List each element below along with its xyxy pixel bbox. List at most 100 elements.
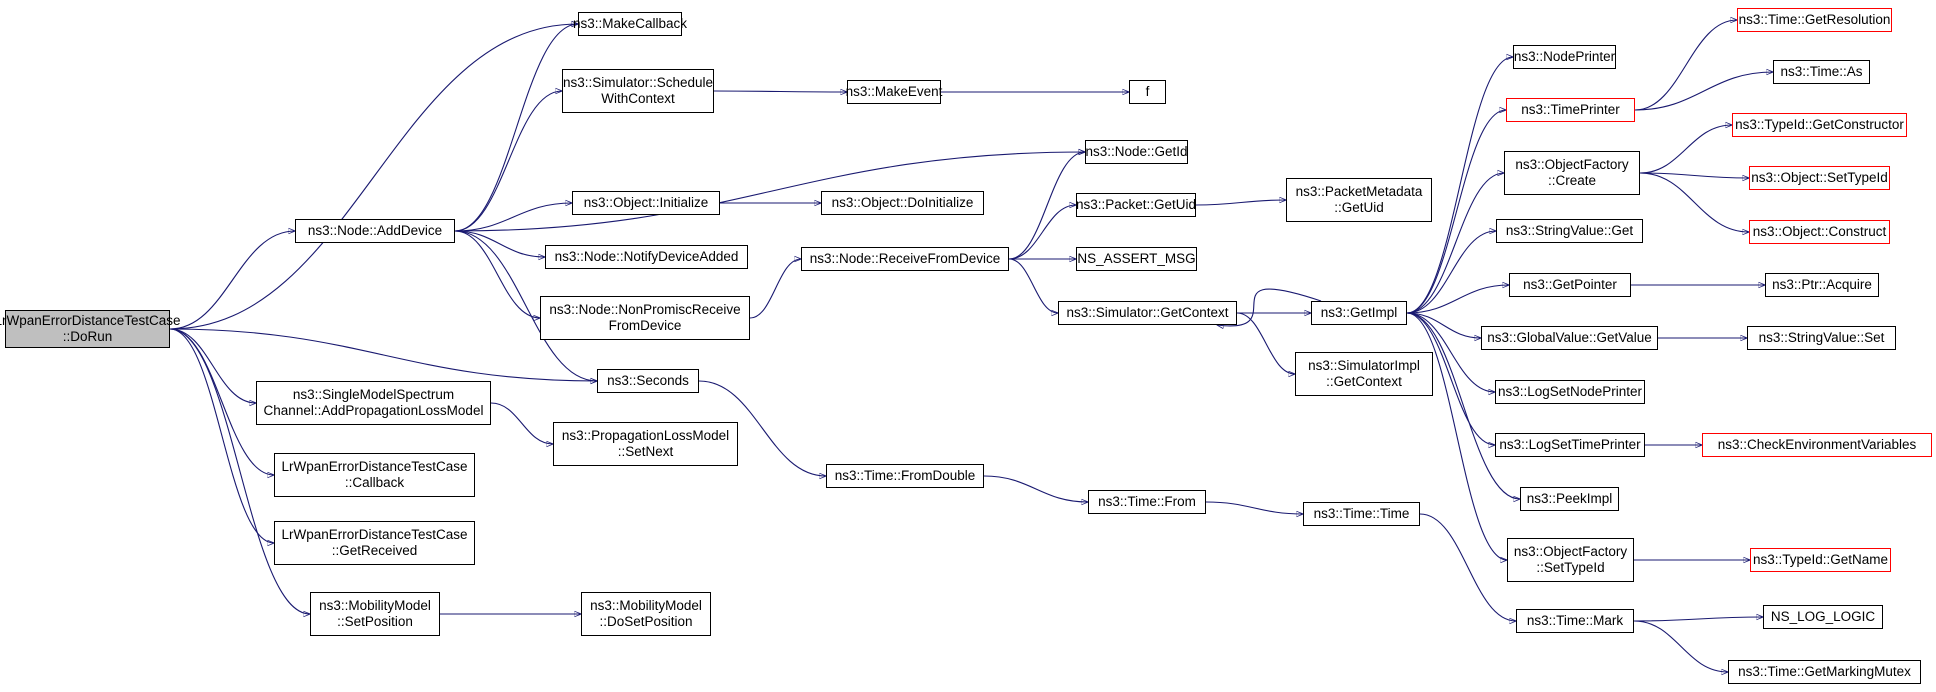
node-label: ns3::Object::Initialize [583, 195, 709, 210]
edge-get-impl-to-peek-impl [1406, 312, 1520, 499]
node-label: ns3::Packet::GetUid [1075, 197, 1197, 212]
node-get-pointer[interactable]: ns3::GetPointer [1509, 273, 1631, 297]
edge-time-mark-to-ns-log-logic [1633, 617, 1763, 622]
node-get-impl[interactable]: ns3::GetImpl [1311, 301, 1407, 325]
node-string-value-get[interactable]: ns3::StringValue::Get [1496, 219, 1643, 243]
node-label: ns3::TypeId::GetConstructor [1735, 117, 1904, 132]
edge-receive-from-device-to-node-get-id [1008, 152, 1085, 260]
node-label: ns3::Node::AddDevice [307, 223, 443, 238]
node-time-get-resolution[interactable]: ns3::Time::GetResolution [1737, 8, 1892, 32]
node-label: LrWpanErrorDistanceTestCase [281, 527, 468, 542]
node-label: NS_ASSERT_MSG [1077, 251, 1196, 266]
edge-time-from-double-to-time-from [983, 475, 1088, 502]
node-label: ns3::TimePrinter [1521, 102, 1620, 117]
node-object-factory-create[interactable]: ns3::ObjectFactory::Create [1504, 151, 1640, 195]
node-time-printer[interactable]: ns3::TimePrinter [1506, 98, 1635, 122]
node-sim-get-context[interactable]: ns3::Simulator::GetContext [1058, 301, 1237, 325]
node-label: ns3::Node::NonPromiscReceive [549, 302, 741, 317]
edge-time-printer-to-time-get-resolution [1634, 20, 1737, 111]
node-check-env-vars[interactable]: ns3::CheckEnvironmentVariables [1702, 433, 1932, 457]
node-ns-log-logic[interactable]: NS_LOG_LOGIC [1763, 605, 1883, 629]
node-node-get-id[interactable]: ns3::Node::GetId [1085, 140, 1188, 164]
edge-get-impl-to-global-value-get-value [1406, 312, 1481, 338]
edge-time-time-to-time-mark [1419, 513, 1516, 621]
node-label: ns3::NodePrinter [1513, 49, 1616, 64]
edge-node-add-device-to-node-get-id [454, 152, 1085, 232]
node-packet-get-uid[interactable]: ns3::Packet::GetUid [1076, 193, 1196, 217]
node-notify-device-added[interactable]: ns3::Node::NotifyDeviceAdded [545, 245, 748, 269]
node-label: ns3::TypeId::GetName [1752, 552, 1889, 567]
node-object-set-type-id[interactable]: ns3::Object::SetTypeId [1749, 166, 1890, 190]
node-label: ns3::MobilityModel [319, 598, 431, 613]
node-log-set-time-printer[interactable]: ns3::LogSetTimePrinter [1495, 433, 1645, 457]
node-label: f [1145, 84, 1150, 99]
node-packet-metadata-get-uid[interactable]: ns3::PacketMetadata::GetUid [1286, 178, 1432, 222]
node-receive-from-device[interactable]: ns3::Node::ReceiveFromDevice [801, 247, 1009, 271]
node-label: ns3::ObjectFactory [1513, 544, 1628, 559]
edge-get-impl-to-object-factory-set-type-id [1406, 312, 1507, 560]
edge-seconds-to-time-from-double [698, 380, 826, 476]
node-label: ns3::LogSetTimePrinter [1499, 437, 1641, 452]
node-mobility-do-set-position[interactable]: ns3::MobilityModel::DoSetPosition [581, 592, 711, 636]
node-callback[interactable]: LrWpanErrorDistanceTestCase::Callback [274, 453, 475, 497]
node-time-as[interactable]: ns3::Time::As [1773, 60, 1870, 84]
edge-object-factory-create-to-object-set-type-id [1639, 172, 1749, 178]
node-make-callback[interactable]: ns3::MakeCallback [573, 12, 687, 36]
node-label: ns3::Simulator::GetContext [1066, 305, 1229, 320]
node-time-get-marking-mutex[interactable]: ns3::Time::GetMarkingMutex [1728, 660, 1921, 684]
node-label: ::DoSetPosition [599, 614, 693, 629]
edge-node-add-device-to-schedule-with-context [454, 91, 562, 232]
edge-do-run-to-mobility-set-position [169, 328, 310, 614]
node-object-do-initialize[interactable]: ns3::Object::DoInitialize [821, 191, 984, 215]
node-make-event[interactable]: ns3::MakeEvent [846, 80, 942, 104]
node-node-printer[interactable]: ns3::NodePrinter [1513, 45, 1616, 69]
node-label: ns3::Object::SetTypeId [1751, 170, 1888, 185]
edge-packet-get-uid-to-packet-metadata-get-uid [1195, 200, 1286, 206]
node-do-run: LrWpanErrorDistanceTestCase::DoRun [0, 310, 181, 348]
node-label: ns3::GlobalValue::GetValue [1487, 330, 1652, 345]
node-label: ns3::Object::Construct [1752, 224, 1887, 239]
node-time-from[interactable]: ns3::Time::From [1088, 490, 1206, 514]
node-type-id-get-name[interactable]: ns3::TypeId::GetName [1750, 548, 1891, 572]
node-mobility-set-position[interactable]: ns3::MobilityModel::SetPosition [310, 592, 440, 636]
node-time-mark[interactable]: ns3::Time::Mark [1516, 609, 1634, 633]
edge-receive-from-device-to-packet-get-uid [1008, 205, 1076, 260]
node-label: ns3::PeekImpl [1526, 491, 1613, 506]
node-object-initialize[interactable]: ns3::Object::Initialize [572, 191, 720, 215]
edge-get-impl-to-get-pointer [1406, 285, 1509, 314]
node-object-factory-set-type-id[interactable]: ns3::ObjectFactory::SetTypeId [1507, 538, 1634, 582]
node-get-received[interactable]: LrWpanErrorDistanceTestCase::GetReceived [274, 521, 475, 565]
node-object-construct[interactable]: ns3::Object::Construct [1749, 220, 1890, 244]
node-label: ::SetPosition [337, 614, 413, 629]
node-sim-impl-get-context[interactable]: ns3::SimulatorImpl::GetContext [1295, 352, 1433, 396]
node-log-set-node-printer[interactable]: ns3::LogSetNodePrinter [1495, 380, 1645, 404]
node-label: ns3::CheckEnvironmentVariables [1717, 437, 1917, 452]
edge-time-printer-to-time-as [1634, 72, 1773, 111]
node-prop-loss-set-next[interactable]: ns3::PropagationLossModel::SetNext [553, 422, 738, 466]
node-seconds[interactable]: ns3::Seconds [597, 369, 699, 393]
node-ns-assert-msg[interactable]: NS_ASSERT_MSG [1076, 247, 1197, 271]
node-time-time[interactable]: ns3::Time::Time [1303, 502, 1420, 526]
node-time-from-double[interactable]: ns3::Time::FromDouble [826, 464, 984, 488]
node-string-value-set[interactable]: ns3::StringValue::Set [1747, 326, 1896, 350]
node-type-id-get-constructor[interactable]: ns3::TypeId::GetConstructor [1732, 113, 1907, 137]
edge-time-mark-to-time-get-marking-mutex [1633, 620, 1728, 672]
node-label: ns3::StringValue::Set [1758, 330, 1885, 345]
edge-do-run-to-seconds [169, 328, 597, 381]
node-label: ns3::PacketMetadata [1295, 184, 1423, 199]
node-f[interactable]: f [1129, 80, 1166, 104]
node-label: NS_LOG_LOGIC [1770, 609, 1876, 624]
node-label: ns3::Ptr::Acquire [1772, 277, 1872, 292]
node-peek-impl[interactable]: ns3::PeekImpl [1520, 487, 1619, 511]
edge-object-factory-create-to-object-construct [1639, 172, 1749, 232]
node-global-value-get-value[interactable]: ns3::GlobalValue::GetValue [1481, 326, 1658, 350]
edge-schedule-with-context-to-make-event [713, 91, 847, 92]
node-label: ::Create [1547, 173, 1597, 188]
node-label: ns3::Time::From [1098, 494, 1196, 509]
node-ptr-acquire[interactable]: ns3::Ptr::Acquire [1765, 273, 1879, 297]
node-node-add-device[interactable]: ns3::Node::AddDevice [295, 219, 455, 243]
